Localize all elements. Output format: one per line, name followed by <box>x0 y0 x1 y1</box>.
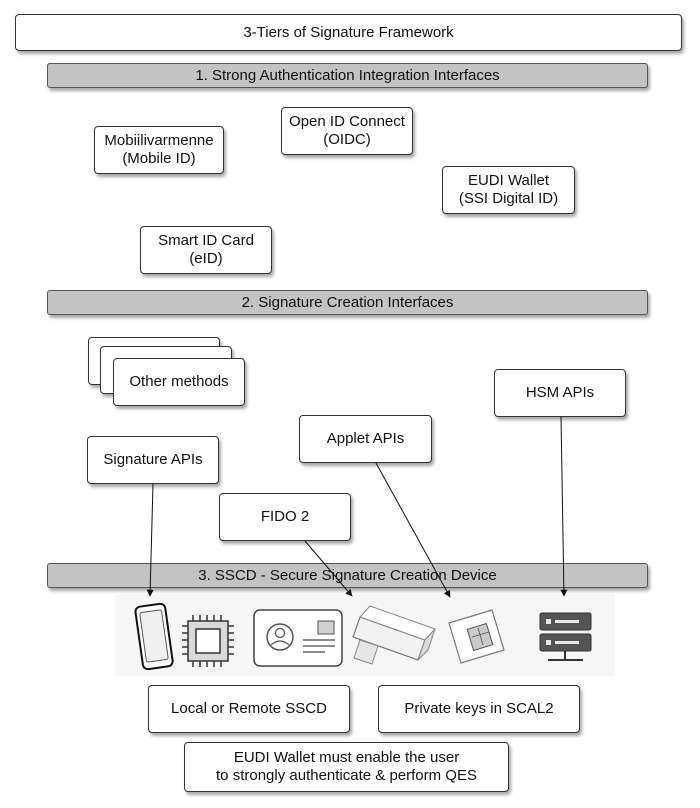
tier2-band: 2. Signature Creation Interfaces <box>47 290 648 315</box>
oidc-box: Open ID Connect (OIDC) <box>281 107 413 155</box>
sim-card-icon <box>448 609 505 664</box>
fido2-box: FIDO 2 <box>219 493 351 541</box>
chip-icon <box>182 615 234 667</box>
tier3-band: 3. SSCD - Secure Signature Creation Devi… <box>47 563 648 588</box>
fido2-arrow <box>304 540 353 597</box>
smartphone-icon <box>134 602 174 671</box>
usb-token-icon <box>352 605 436 665</box>
mobile-id-box: Mobiilivarmenne (Mobile ID) <box>94 126 224 174</box>
applet-apis-box: Applet APIs <box>299 415 432 463</box>
eudi-wallet-box: EUDI Wallet (SSI Digital ID) <box>442 166 575 214</box>
applet-apis-arrow <box>375 462 451 598</box>
eudi-requirement-box: EUDI Wallet must enable the user to stro… <box>184 742 509 792</box>
hsm-apis-arrow <box>560 416 568 597</box>
smart-id-card-box: Smart ID Card (eID) <box>140 226 272 274</box>
server-icon <box>539 612 592 661</box>
id-card-icon <box>253 609 343 667</box>
other-methods-box: Other methods <box>113 358 245 406</box>
diagram-title: 3-Tiers of Signature Framework <box>15 14 682 51</box>
hsm-apis-box: HSM APIs <box>494 369 626 417</box>
signature-apis-box: Signature APIs <box>87 436 219 484</box>
tier1-band: 1. Strong Authentication Integration Int… <box>47 63 648 88</box>
private-keys-scal2-box: Private keys in SCAL2 <box>378 685 580 733</box>
signature-apis-arrow <box>146 483 154 597</box>
local-remote-sscd-box: Local or Remote SSCD <box>148 685 350 733</box>
